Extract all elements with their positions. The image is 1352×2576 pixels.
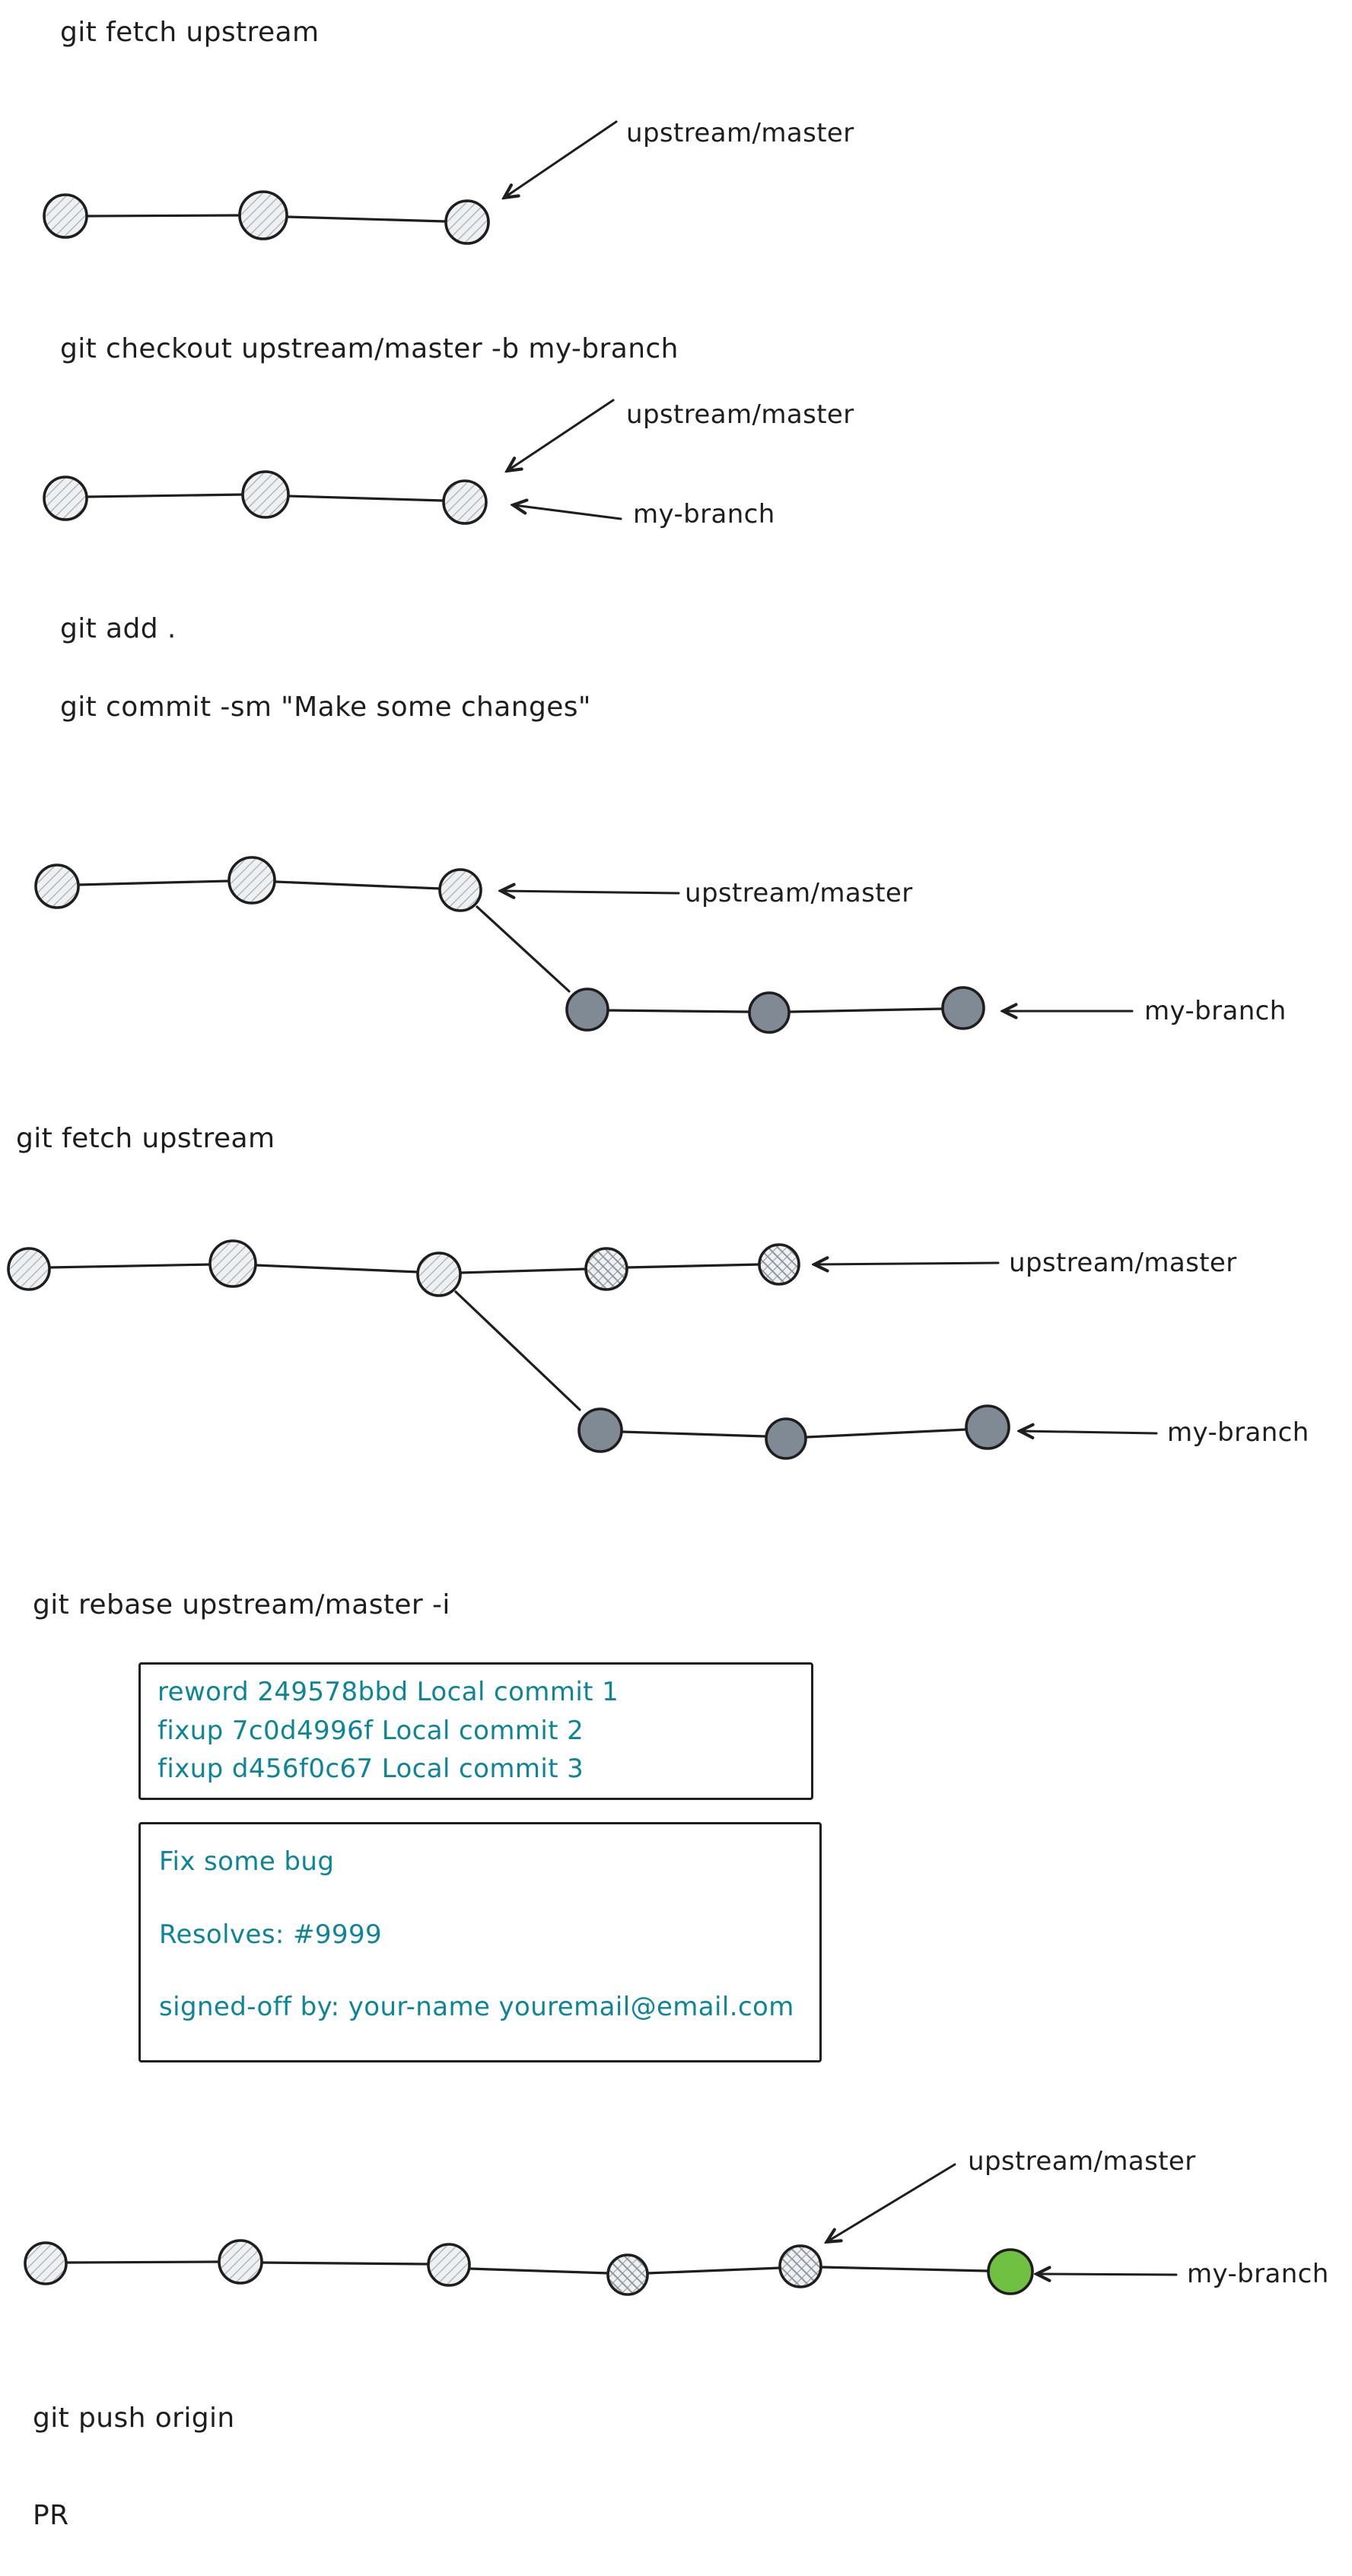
commit-edge [625,1263,762,1269]
commit-node [438,868,482,912]
label-upstream-master: upstream/master [968,2146,1196,2177]
command-git-fetch-upstream-2: git fetch upstream [16,1123,275,1154]
command-git-commit: git commit -sm "Make some changes" [60,692,591,723]
commit-message-line: Resolves: #9999 [159,1919,383,1950]
graph-checkout-branch [43,399,622,525]
commit-edge [260,2261,430,2266]
graph-local-commits [34,856,1134,1034]
command-git-rebase: git rebase upstream/master -i [33,1589,450,1620]
commit-edge [85,493,246,498]
commit-node [34,863,80,909]
commit-node [7,1247,51,1291]
commit-node-upstream-new [606,2253,649,2296]
label-pr: PR [33,2500,69,2531]
commit-node [43,475,88,521]
label-upstream-master: upstream/master [685,878,913,908]
commit-node [227,856,276,905]
pointer-arrow-upstream-master [502,891,680,893]
commit-node [208,1239,257,1288]
branch-edge [476,905,571,993]
commit-node-upstream-new [584,1247,628,1291]
label-my-branch: my-branch [1167,1417,1309,1448]
command-git-add: git add . [60,613,177,644]
label-upstream-master: upstream/master [626,118,854,148]
graph-after-fetch [7,1239,1158,1460]
pointer-arrow-upstream-master [505,120,618,197]
commit-message-line: Fix some bug [159,1846,335,1877]
commit-edge [820,2266,989,2272]
commit-message-box: Fix some bug Resolves: #9999 signed-off … [138,1822,822,2062]
commit-edge [787,1007,944,1013]
rebase-todo-line: reword 249578bbd Local commit 1 [157,1677,619,1708]
commit-node-upstream-new [778,2244,822,2288]
commit-edge [458,1267,588,1274]
label-my-branch: my-branch [633,499,775,530]
command-git-checkout: git checkout upstream/master -b my-branc… [60,333,679,364]
graph-fetch-upstream-1 [43,120,618,245]
commit-edge [48,1263,214,1269]
rebase-todo-box: reword 249578bbd Local commit 1 fixup 7c… [138,1662,813,1800]
commit-node-local [965,1404,1010,1450]
commit-node [427,2243,471,2287]
commit-node-rebased [987,2248,1034,2295]
pointer-arrow-my-branch [1021,1431,1158,1433]
pointer-arrow-upstream-master [816,1263,1000,1264]
commit-node [238,190,288,240]
commit-node [444,199,490,245]
command-git-push: git push origin [33,2403,235,2434]
commit-node-upstream-new [758,1243,800,1286]
commit-node [218,2239,263,2285]
commit-edge [646,2266,782,2275]
commit-node-local [565,987,609,1032]
commit-node [24,2241,68,2285]
commit-edge [468,2267,610,2275]
commit-node-local [941,986,985,1030]
label-my-branch: my-branch [1187,2259,1329,2289]
label-my-branch: my-branch [1144,996,1287,1026]
commit-edge [286,215,447,223]
pointer-arrow-my-branch [1038,2274,1178,2275]
commit-node [442,479,488,525]
label-upstream-master: upstream/master [1009,1248,1237,1278]
commit-node [416,1251,462,1297]
commit-node [43,193,88,239]
commit-node-local [748,991,791,1034]
commit-node-local [577,1407,623,1453]
pointer-arrow-upstream-master [508,399,615,470]
pointer-arrow-upstream-master [828,2163,956,2241]
graph-after-rebase [24,2163,1178,2296]
commit-edge [805,1428,967,1439]
commit-node-local [765,1417,807,1460]
rebase-todo-line: fixup 7c0d4996f Local commit 2 [157,1715,584,1746]
commit-edge [87,214,243,218]
commit-edge [606,1009,751,1013]
command-git-fetch-upstream-1: git fetch upstream [60,17,320,48]
pointer-arrow-my-branch [514,505,622,520]
commit-message-line: signed-off by: your-name youremail@email… [159,1992,794,2023]
label-upstream-master: upstream/master [626,399,854,430]
commit-edge [65,2260,221,2264]
commit-edge [274,880,442,890]
commit-edge [254,1264,420,1274]
commit-edge [621,1430,767,1438]
commit-edge [77,879,231,886]
commit-node [241,470,290,519]
branch-edge [454,1290,581,1411]
rebase-todo-line: fixup d456f0c67 Local commit 3 [157,1753,584,1784]
commit-edge [287,495,444,502]
